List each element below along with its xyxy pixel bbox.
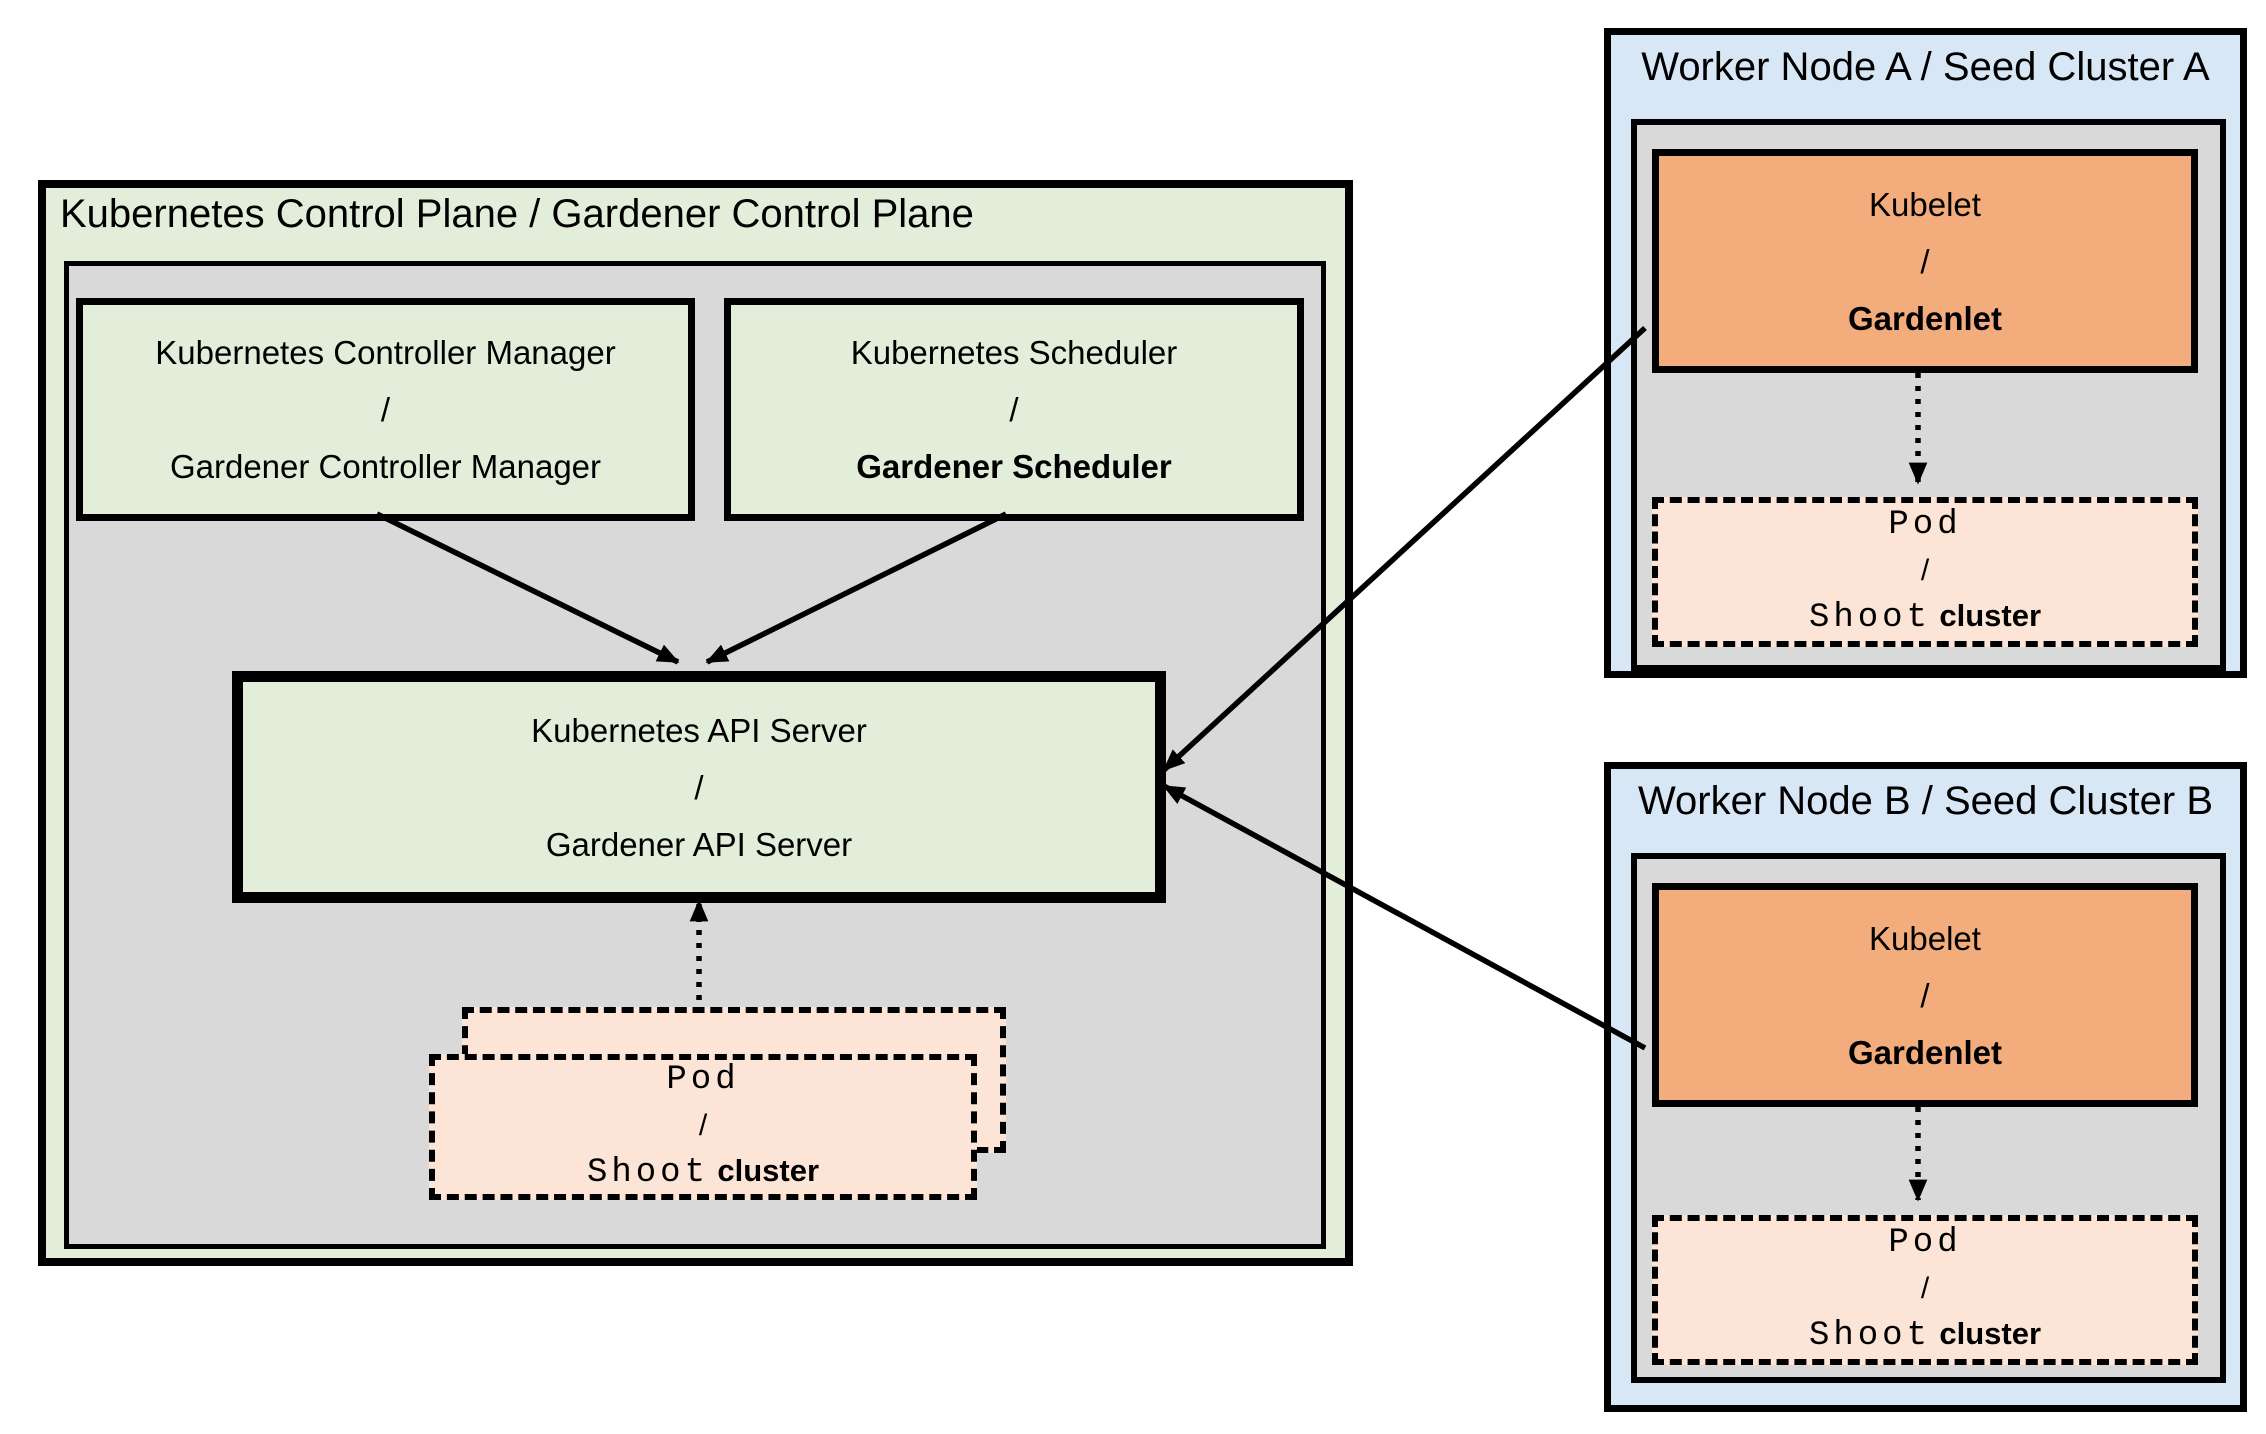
pod-separator: / <box>698 1109 708 1142</box>
kubelet-a-separator: / <box>1920 242 1930 280</box>
pod-a-separator: / <box>1920 554 1930 587</box>
worker-node-b-panel: Kubelet / Gardenlet Pod / Shoot cluster <box>1631 853 2226 1383</box>
pod-b-separator: / <box>1920 1272 1930 1305</box>
pod-b-line2-cluster: cluster <box>1939 1316 2042 1351</box>
pod-b-line1: Pod <box>1888 1224 1962 1262</box>
worker-node-a-title: Worker Node A / Seed Cluster A <box>1641 45 2210 89</box>
worker-node-b-title: Worker Node B / Seed Cluster B <box>1637 779 2214 823</box>
pod-shoot-box-front: Pod / Shoot cluster <box>429 1054 977 1200</box>
api-server-box: Kubernetes API Server / Gardener API Ser… <box>232 671 1166 903</box>
worker-node-a-panel: Kubelet / Gardenlet Pod / Shoot cluster <box>1631 119 2226 671</box>
scheduler-line1: Kubernetes Scheduler <box>850 334 1178 371</box>
scheduler-separator: / <box>1009 391 1019 428</box>
worker-node-b-box: Worker Node B / Seed Cluster B Kubelet /… <box>1604 762 2247 1412</box>
controller-manager-box: Kubernetes Controller Manager / Gardener… <box>76 298 695 521</box>
pod-a-line2-cluster: cluster <box>1939 598 2042 633</box>
kubelet-b-line2: Gardenlet <box>1847 1033 2003 1071</box>
pod-shoot-box-a: Pod / Shoot cluster <box>1652 497 2198 647</box>
pod-a-line2-shoot: Shoot <box>1808 599 1931 637</box>
pod-a-line1: Pod <box>1888 506 1962 544</box>
pod-shoot-box-b: Pod / Shoot cluster <box>1652 1215 2198 1365</box>
kubelet-b-line1: Kubelet <box>1869 919 1981 957</box>
controller-manager-line1: Kubernetes Controller Manager <box>155 334 616 371</box>
scheduler-box: Kubernetes Scheduler / Gardener Schedule… <box>724 298 1304 521</box>
api-server-line1: Kubernetes API Server <box>531 711 867 749</box>
kubelet-box-a: Kubelet / Gardenlet <box>1652 149 2198 373</box>
api-server-separator: / <box>694 768 704 806</box>
pod-a-line2: Shoot cluster <box>1809 593 2041 641</box>
pod-line2-shoot: Shoot <box>586 1154 709 1192</box>
control-plane-box: Kubernetes Control Plane / Gardener Cont… <box>38 180 1353 1266</box>
controller-manager-separator: / <box>380 391 391 428</box>
api-server-line2: Gardener API Server <box>545 825 853 863</box>
kubelet-a-line2: Gardenlet <box>1847 299 2003 337</box>
scheduler-line2: Gardener Scheduler <box>856 448 1172 485</box>
kubelet-b-separator: / <box>1920 976 1930 1014</box>
controller-manager-line2: Gardener Controller Manager <box>169 448 602 485</box>
pod-line1: Pod <box>666 1061 740 1099</box>
worker-node-a-box: Worker Node A / Seed Cluster A Kubelet /… <box>1604 28 2247 678</box>
pod-line2-cluster: cluster <box>717 1153 820 1188</box>
pod-b-line2: Shoot cluster <box>1809 1311 2041 1359</box>
control-plane-title: Kubernetes Control Plane / Gardener Cont… <box>60 192 974 236</box>
kubelet-a-line1: Kubelet <box>1869 185 1981 223</box>
pod-line2: Shoot cluster <box>587 1148 819 1196</box>
pod-b-line2-shoot: Shoot <box>1808 1317 1931 1355</box>
control-plane-panel: Kubernetes Controller Manager / Gardener… <box>64 261 1326 1249</box>
kubelet-box-b: Kubelet / Gardenlet <box>1652 883 2198 1107</box>
